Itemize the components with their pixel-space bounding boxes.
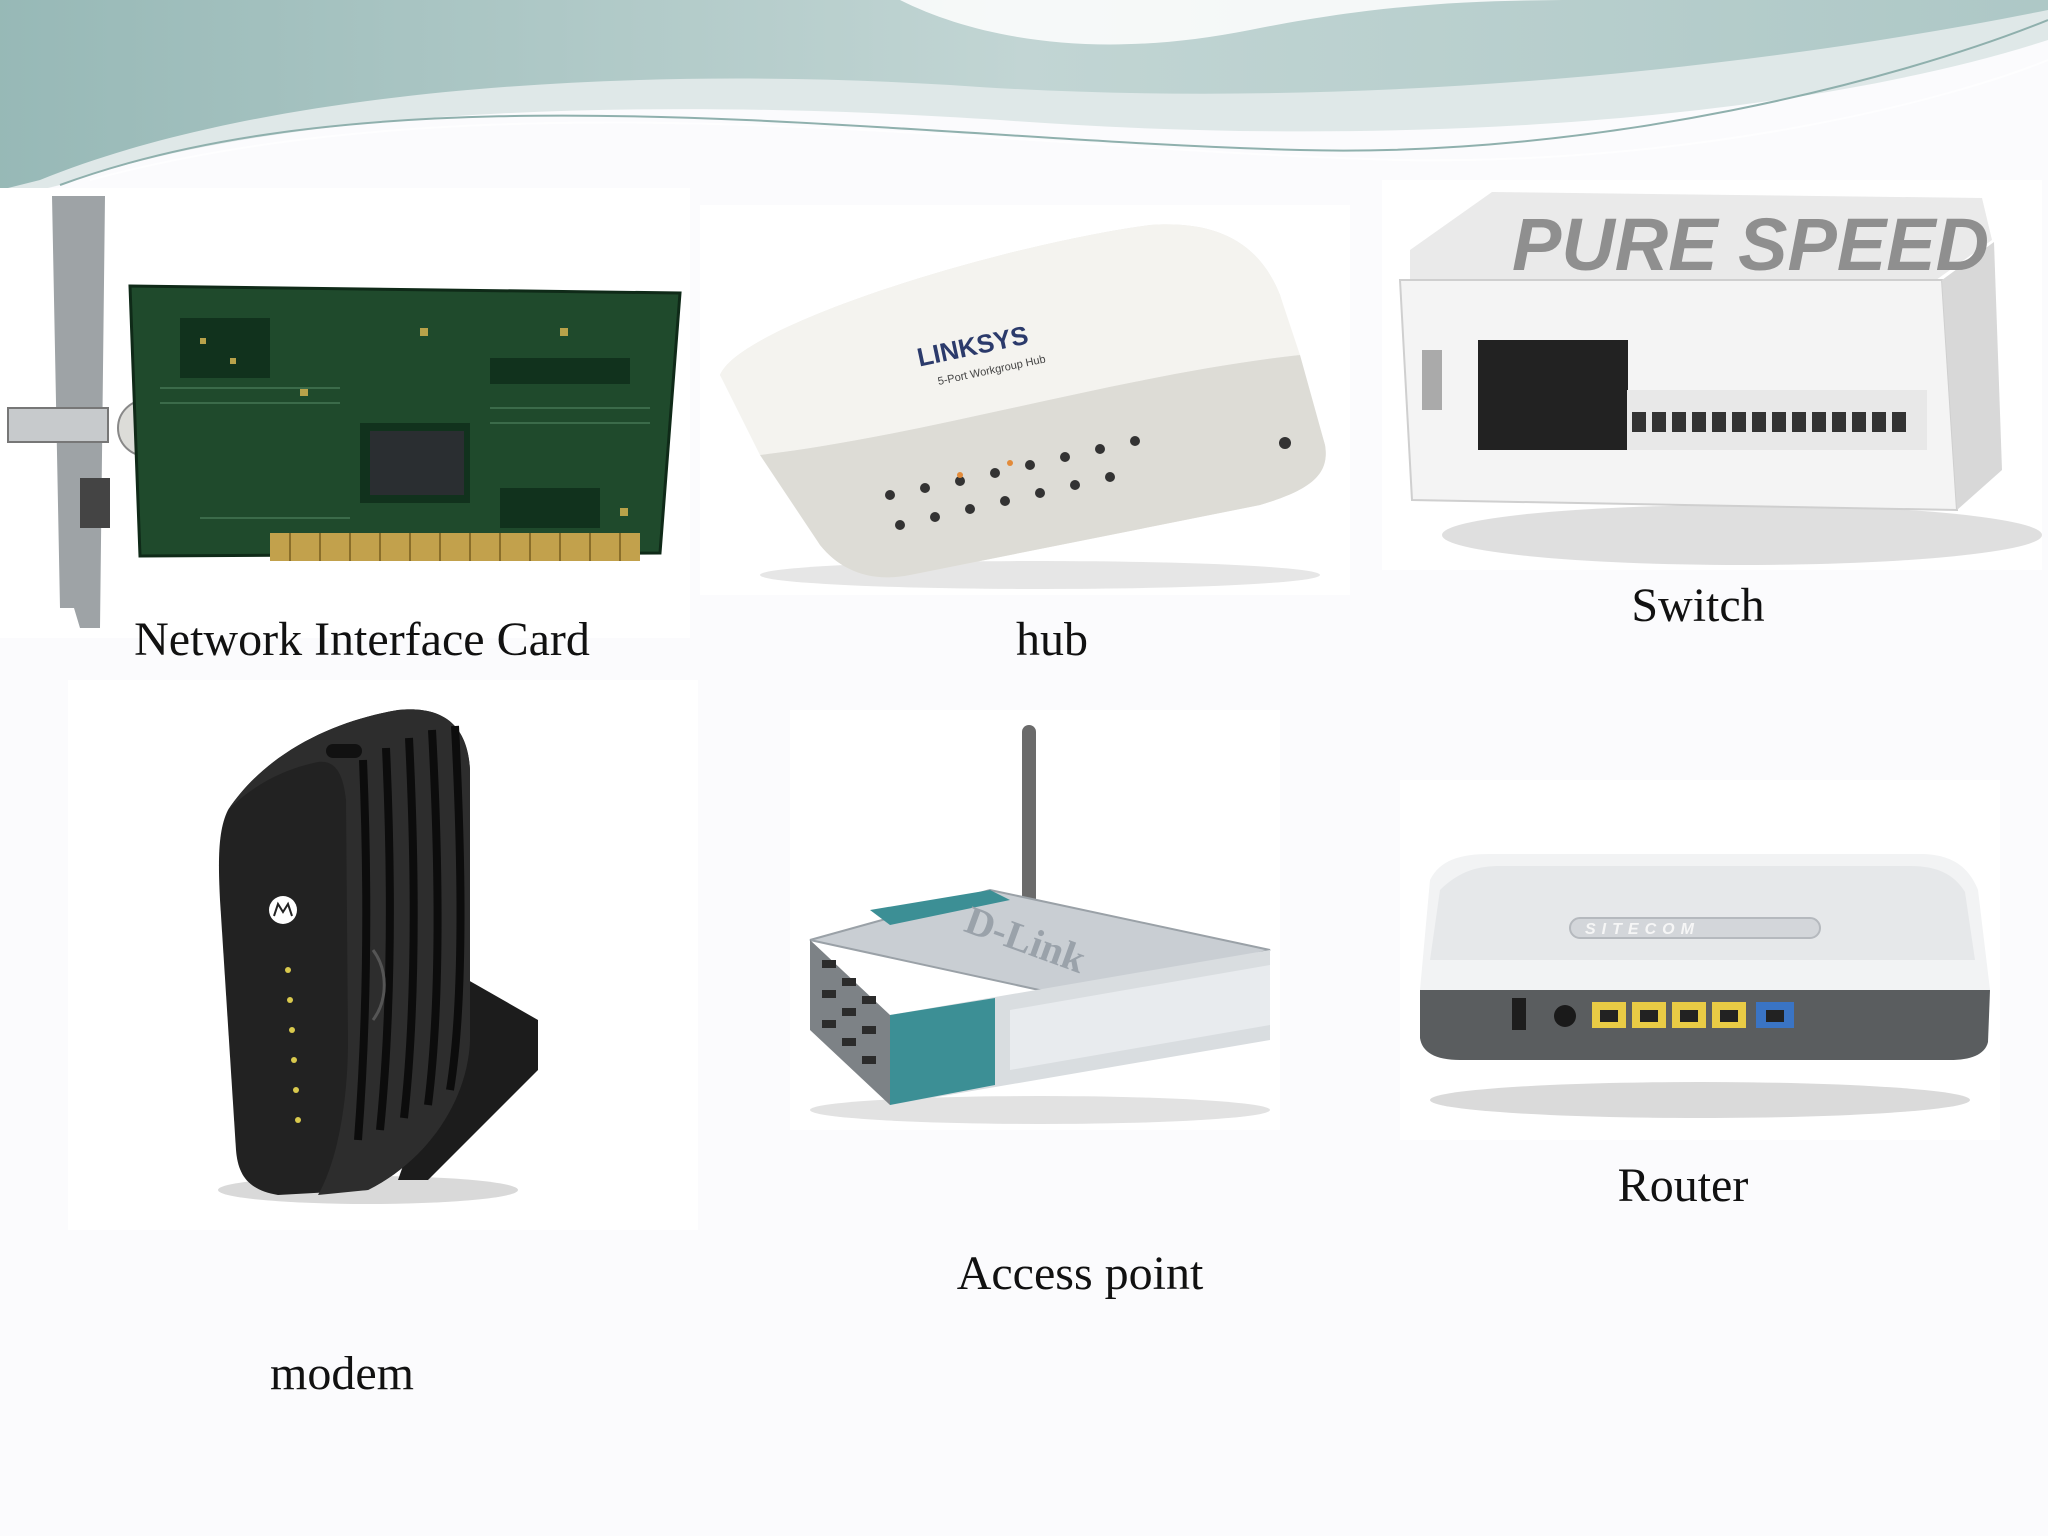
modem-photo <box>68 680 698 1230</box>
caption-switch: Switch <box>1631 579 1765 632</box>
caption-router: Router <box>1617 1159 1749 1212</box>
nic-photo <box>0 188 690 638</box>
caption-access-point: Access point <box>956 1247 1204 1300</box>
hub-photo: LINKSYS 5-Port Workgroup Hub <box>700 205 1350 595</box>
caption-modem: modem <box>270 1347 414 1400</box>
switch-photo: PURE SPEED <box>1382 180 2042 570</box>
router-photo: SITECOM <box>1400 780 2000 1140</box>
access-point-photo: D-Link <box>790 710 1280 1130</box>
router-brand-logo: SITECOM <box>1585 921 1700 938</box>
caption-network-interface-card: Network Interface Card <box>134 613 590 666</box>
header-wave-banner <box>0 0 2048 200</box>
modem-brand-logo <box>269 896 297 924</box>
switch-brand-logo: PURE SPEED <box>1512 203 1989 286</box>
caption-hub: hub <box>1016 613 1088 666</box>
